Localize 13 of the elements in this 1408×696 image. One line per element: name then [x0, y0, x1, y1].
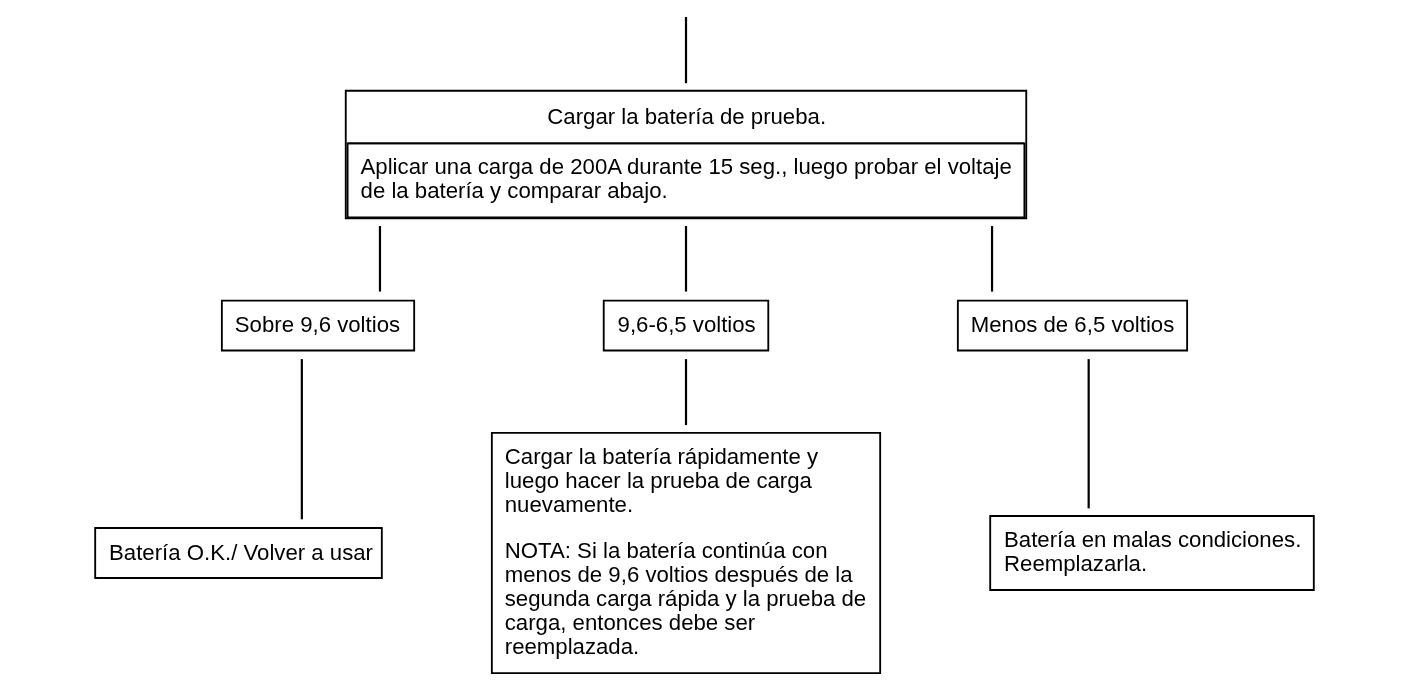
connector	[378, 226, 381, 292]
node-box: Cargar la batería rápidamente y luego hacer la prueba de carga nuevamente. NOTA: Si la batería continúa con menos de 9,6 voltios después de la segunda carga rápida y la prueba de carga, entonces debe ser reemplazada.	[490, 431, 881, 675]
connector	[990, 226, 993, 292]
connector	[684, 359, 687, 426]
node-box: Batería O.K./ Volver a usar	[93, 527, 383, 579]
node-box: 9,6-6,5 voltios	[602, 299, 769, 352]
connector	[1087, 359, 1090, 509]
node-box: Sobre 9,6 voltios	[220, 299, 415, 352]
connector	[300, 359, 303, 520]
node-box: Batería en malas condiciones. Reemplazarla.	[988, 515, 1315, 591]
connector	[684, 226, 687, 292]
connector	[684, 16, 687, 84]
node-box: Menos de 6,5 voltios	[956, 299, 1188, 352]
